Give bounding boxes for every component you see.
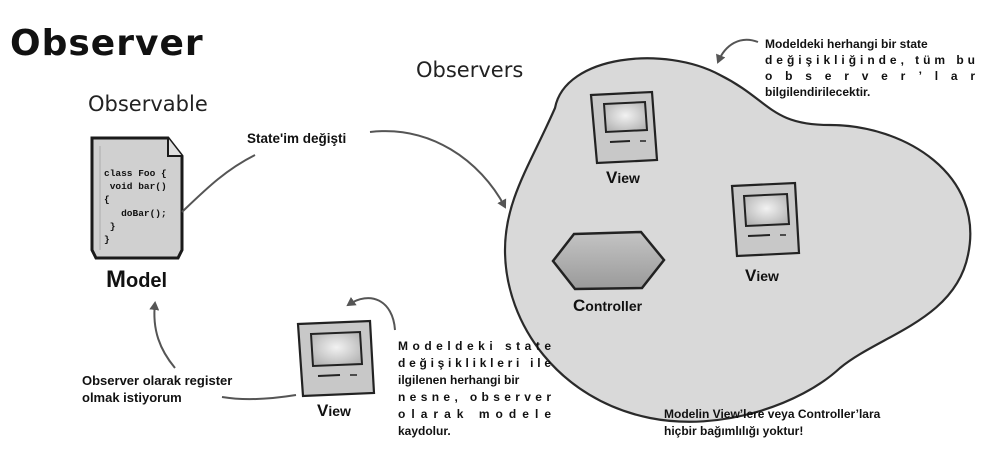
code-line: } [104,234,110,245]
new-view-label: View [317,401,351,420]
controller-label: Controller [573,296,643,315]
register-arrow-up [149,301,176,369]
view-top-label: View [606,168,640,187]
controller-rest: ontroller [585,298,642,314]
diagram-title: Observer [10,23,204,64]
note-line: Modeldeki herhangi bir state [765,37,928,51]
observable-label: Observable [88,92,208,116]
note-line: Modelin View’lere veya Controller’lara [664,407,881,421]
model-document-icon [90,136,184,260]
view-right-initial: V [745,266,757,285]
code-line: void bar() [104,181,167,192]
note-line: observer’lar [765,69,975,83]
note-pointer-arrow [716,38,759,64]
note-line: olmak istiyorum [82,390,182,405]
view-right-label: View [745,266,779,285]
note-line: Modeldeki state [398,339,551,353]
note-line: kaydolur. [398,424,451,438]
note-line: olarak modele [398,407,551,421]
view-computer-icon [730,181,801,258]
register-arrow [221,394,297,401]
model-label: Model [106,266,167,293]
code-line: { [104,194,110,205]
note-line: ilgilenen herhangi bir [398,373,520,387]
model-label-initial: M [106,266,126,293]
note-line: değişikliğinde, tüm bu [765,53,975,67]
controller-hexagon-icon [551,230,666,291]
note-line: bilgilendirilecektir. [765,85,870,99]
observers-label: Observers [416,58,523,82]
note-middle: Modeldeki state değişiklikleri ile ilgil… [398,339,560,438]
note-line: Observer olarak register [82,373,232,388]
code-line: doBar(); [104,208,167,219]
note-line: nesne, observer [398,390,551,404]
register-note: Observer olarak register olmak istiyorum [82,373,236,405]
code-line: class Foo { [104,168,167,179]
notify-arrow [181,154,256,213]
code-line: } [104,221,115,232]
new-view-rest: iew [328,403,351,419]
view-top-rest: iew [617,170,640,186]
note-top-right: Modeldeki herhangi bir state değişikliği… [765,37,986,99]
view-right-rest: iew [756,268,779,284]
notify-arrow-head [369,130,507,209]
view-computer-icon [589,90,659,165]
controller-initial: C [573,296,585,315]
model-code: class Foo { void bar() { doBar(); } } [104,168,172,245]
new-view-pointer-arrow [346,296,396,331]
note-line: değişiklikleri ile [398,356,551,370]
model-label-rest: odel [126,270,167,292]
note-bottom-right: Modelin View’lere veya Controller’lara h… [664,407,884,438]
new-view-initial: V [317,401,329,420]
note-line: hiçbir bağımlılığı yoktur! [664,424,803,438]
view-top-initial: V [606,168,618,187]
new-view-computer-icon [296,319,376,398]
state-changed-label: State'im değişti [247,131,346,146]
